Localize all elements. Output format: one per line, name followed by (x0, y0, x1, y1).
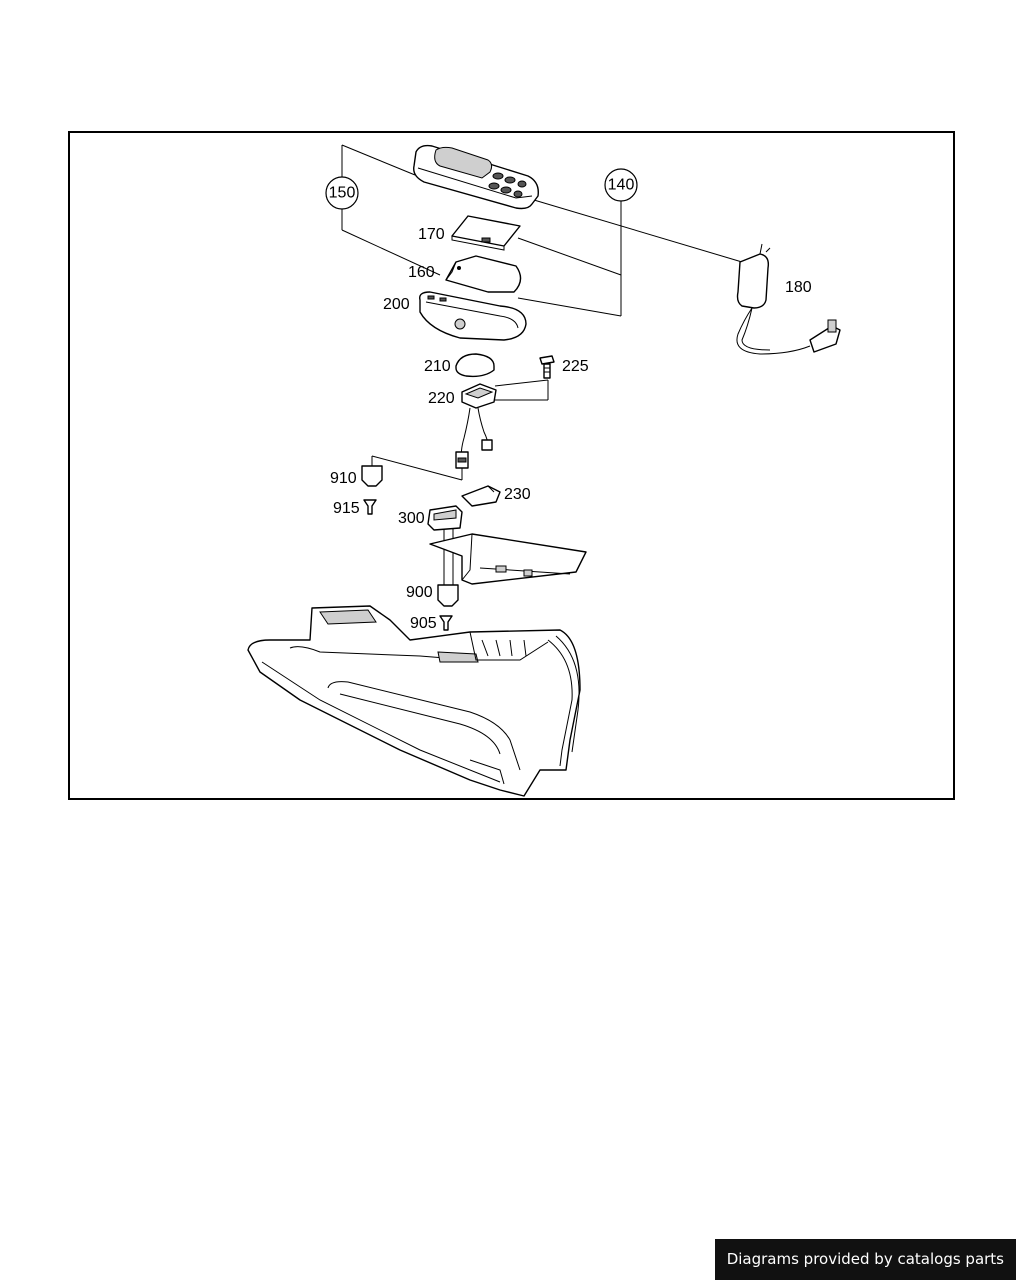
callout-150-text: 150 (329, 185, 356, 202)
bracket-frame-part (429, 533, 587, 585)
plug-part-905 (439, 615, 453, 631)
leader-lines (341, 144, 743, 585)
label-300: 300 (398, 510, 425, 527)
cradle-part-200 (419, 291, 527, 341)
part-labels: 170 160 200 180 210 225 220 910 915 230 … (330, 226, 812, 632)
diagram-credit-badge: Diagrams provided by catalogs parts (714, 1239, 1016, 1280)
callout-140: 140 (604, 168, 638, 202)
mobile-phone-part (413, 144, 539, 210)
label-900: 900 (406, 584, 433, 601)
label-915: 915 (333, 500, 360, 517)
cap-part-210 (455, 353, 495, 378)
label-910: 910 (330, 470, 357, 487)
module-part-220 (455, 383, 497, 469)
callout-140-text: 140 (608, 177, 635, 194)
label-230: 230 (504, 486, 531, 503)
screw-part-225 (539, 355, 555, 379)
clip-part-910 (361, 465, 383, 487)
cover-part-160 (445, 255, 522, 293)
clip-part-900 (437, 584, 459, 607)
label-210: 210 (424, 358, 451, 375)
charger-part-180 (736, 243, 841, 355)
lid-part-230 (461, 485, 501, 507)
plug-part-915 (363, 499, 377, 515)
label-200: 200 (383, 296, 410, 313)
label-905: 905 (410, 615, 437, 632)
label-170: 170 (418, 226, 445, 243)
label-220: 220 (428, 390, 455, 407)
callout-150: 150 (325, 176, 359, 210)
label-160: 160 (408, 264, 435, 281)
label-180: 180 (785, 279, 812, 296)
label-225: 225 (562, 358, 589, 375)
socket-part-300 (427, 505, 463, 531)
battery-part-170 (451, 215, 521, 251)
center-console-part (247, 605, 581, 797)
